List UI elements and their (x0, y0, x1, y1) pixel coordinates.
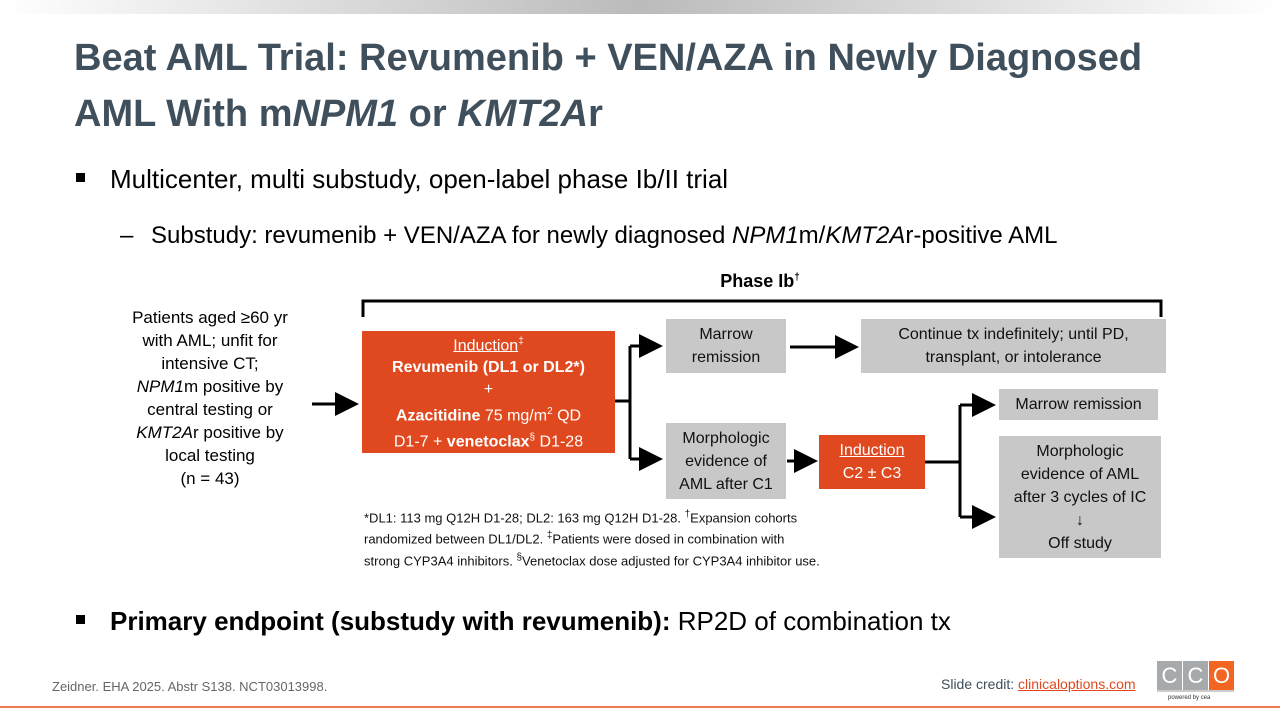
sub-bullet-dash: – (120, 222, 134, 249)
t: evidence of AML (1020, 465, 1140, 483)
t: Off study (1048, 534, 1112, 552)
bullet-primary-endpoint: Primary endpoint (substudy with revumeni… (110, 606, 951, 637)
t: C (1157, 661, 1182, 690)
t: ‡ (546, 530, 553, 542)
phase-bracket (361, 299, 1163, 317)
title-line-1: Beat AML Trial: Revumenib + VEN/AZA in N… (74, 37, 1143, 79)
t: Induction (839, 442, 905, 459)
induction-c2-c3-box: Induction C2 ± C3 (819, 435, 925, 489)
t: O (1209, 661, 1234, 690)
citation: Zeidner. EHA 2025. Abstr S138. NCT030139… (52, 679, 328, 694)
t: QD (552, 407, 582, 425)
t: m positive by (184, 377, 284, 396)
t: Induction‡ (453, 331, 524, 357)
t: Venetoclax dose adjusted for CYP3A4 inhi… (522, 552, 820, 568)
t: § (529, 432, 536, 444)
t: central testing or (147, 400, 273, 419)
t: AML With m (74, 93, 293, 135)
t: D1-28 (535, 433, 584, 451)
t: Azacitidine 75 mg/m2 QD (396, 401, 581, 427)
bullet-marker (76, 615, 85, 624)
t: with AML; unfit for (142, 331, 278, 350)
t: NPM1 (136, 377, 185, 396)
t: Phase Ib (720, 271, 795, 291)
t: NPM1m positive by (137, 375, 283, 398)
t: C2 ± C3 (842, 465, 902, 482)
patient-criteria: Patients aged ≥60 yr with AML; unfit for… (110, 306, 310, 490)
t: 2 (547, 405, 553, 417)
t: † (794, 272, 800, 283)
t: m/ (798, 222, 826, 249)
t: or (398, 93, 458, 135)
t: KMT2A (457, 93, 589, 135)
t: Expansion cohorts (690, 510, 798, 526)
t: Induction (453, 336, 519, 354)
t: 75 mg/m (480, 407, 548, 425)
t: remission (691, 349, 761, 366)
footnote: *DL1: 113 mg Q12H D1-28; DL2: 163 mg Q12… (364, 506, 820, 570)
bottom-rule (0, 706, 1280, 708)
t: *DL1: 113 mg Q12H D1-28; DL2: 163 mg Q12… (364, 510, 685, 526)
morphologic-off-study-box: Morphologic evidence of AML after 3 cycl… (999, 436, 1161, 558)
t: † (684, 509, 691, 520)
t: strong CYP3A4 inhibitors. §Venetoclax do… (364, 549, 820, 570)
t: KMT2Ar positive by (136, 421, 283, 444)
t: Substudy: revumenib + VEN/AZA for newly … (151, 222, 732, 249)
t: KMT2A (825, 222, 906, 249)
slide-credit: Slide credit: clinicaloptions.com (941, 676, 1136, 692)
t: NPM1 (731, 222, 799, 249)
continue-tx-box: Continue tx indefinitely; until PD, tran… (861, 319, 1166, 373)
marrow-remission-box-2: Marrow remission (999, 389, 1158, 420)
t: Revumenib (DL1 or DL2*) (392, 358, 585, 376)
t: r-positive AML (905, 222, 1058, 249)
title-line-2: AML With mNPM1 or KMT2Ar (74, 86, 1254, 142)
t: r (588, 93, 603, 135)
t: RP2D of combination tx (670, 606, 951, 636)
clinicaloptions-link[interactable]: clinicaloptions.com (1018, 676, 1136, 692)
bullet-1: Multicenter, multi substudy, open-label … (110, 164, 729, 194)
t: Primary endpoint (substudy with revumeni… (110, 606, 671, 636)
t: venetoclax (446, 433, 530, 451)
t: randomized between DL1/DL2. ‡Patients we… (364, 527, 820, 548)
t: KMT2A (136, 423, 193, 442)
t: intensive CT; (161, 354, 259, 373)
down-arrow-icon: ↓ (1076, 511, 1084, 529)
powered-by: powered by cea (1168, 695, 1211, 701)
t: + (483, 380, 494, 398)
t: strong CYP3A4 inhibitors. (364, 552, 517, 568)
t: AML after C1 (679, 475, 773, 493)
t: Morphologic (682, 429, 770, 447)
top-gradient-bar (0, 0, 1280, 14)
phase-label: Phase Ib† (660, 271, 860, 292)
t: local testing (165, 446, 255, 465)
t: r positive by (192, 423, 284, 442)
t: Continue tx indefinitely; until PD, (898, 326, 1129, 343)
t: § (516, 551, 523, 563)
slide-title: Beat AML Trial: Revumenib + VEN/AZA in N… (74, 30, 1254, 142)
t: Azacitidine (395, 407, 481, 425)
t: after 3 cycles of IC (1013, 488, 1147, 506)
t: D1-7 + venetoclax§ D1-28 (394, 427, 583, 453)
cco-logo: C C O (1157, 661, 1234, 692)
induction-box: Induction‡ Revumenib (DL1 or DL2*) + Aza… (362, 331, 615, 453)
sub-bullet: Substudy: revumenib + VEN/AZA for newly … (151, 222, 1057, 250)
t: evidence of (685, 452, 767, 470)
t: Marrow (699, 326, 753, 343)
t: Morphologic (1036, 442, 1124, 460)
bullet-marker (76, 173, 85, 182)
t: D1-7 + (393, 433, 447, 451)
t: NPM1 (292, 93, 399, 135)
t: Patients were dosed in combination with (552, 531, 785, 547)
t: *DL1: 113 mg Q12H D1-28; DL2: 163 mg Q12… (364, 506, 820, 527)
t: transplant, or intolerance (925, 349, 1102, 366)
t: (n = 43) (180, 469, 240, 488)
t: randomized between DL1/DL2. (364, 531, 547, 547)
marrow-remission-box: Marrow remission (666, 319, 786, 373)
t: Patients aged ≥60 yr (132, 308, 288, 327)
t: Slide credit: (941, 676, 1019, 692)
t: C (1183, 661, 1208, 690)
morphologic-evidence-box: Morphologic evidence of AML after C1 (666, 423, 786, 499)
t: ‡ (518, 335, 524, 347)
